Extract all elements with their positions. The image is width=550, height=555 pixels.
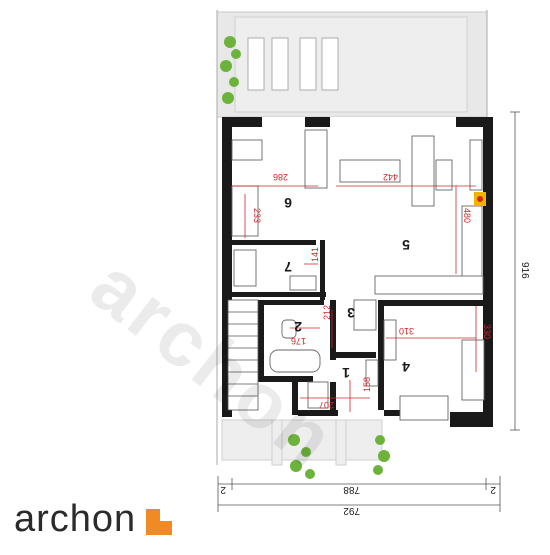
porch-pillar-right <box>335 419 347 466</box>
garden-chairs <box>247 37 339 91</box>
dimension-lines <box>232 185 477 412</box>
outer-dimensions <box>217 111 520 512</box>
plants-front <box>288 434 390 479</box>
dim-total-height: 916 <box>519 262 530 279</box>
exterior-walls <box>222 117 493 427</box>
stairs <box>227 299 259 411</box>
dim-right-offset: 2 <box>490 484 496 495</box>
dim-room5-height: 480 <box>462 208 472 223</box>
room-number-4: 4 <box>402 359 410 375</box>
room-number-1: 1 <box>342 365 350 381</box>
dim-room6-width: 286 <box>273 172 288 182</box>
boiler-flame-icon <box>477 196 483 202</box>
dim-room1-width: 207 <box>319 400 334 410</box>
dim-room2-width: 176 <box>291 336 306 346</box>
dim-room3-height: 212 <box>322 305 332 320</box>
room-number-5: 5 <box>402 237 410 253</box>
room-number-3: 3 <box>347 305 355 321</box>
dim-room5-width: 442 <box>383 172 398 182</box>
room-number-2: 2 <box>294 319 302 335</box>
dim-outer-width: 792 <box>343 505 360 516</box>
porch-pillar-left <box>271 419 283 466</box>
room-dim-labels: 286 442 141 176 212 310 158 <box>273 172 414 392</box>
dim-room4-width: 310 <box>399 326 414 336</box>
interior-walls <box>226 240 488 416</box>
dim-room6-height: 233 <box>252 208 262 223</box>
dim-left-offset: 2 <box>220 484 226 495</box>
room-number-7: 7 <box>284 259 292 275</box>
logo-text: archon <box>14 497 137 540</box>
terrace-inner <box>234 16 468 113</box>
plants-top <box>220 36 241 104</box>
archon-logo: archon <box>14 497 244 541</box>
dim-inner-width: 788 <box>343 484 360 495</box>
extra-dim-labels: 233 480 330 207 <box>252 208 492 410</box>
room-number-6: 6 <box>284 195 292 211</box>
dim-room4-height: 330 <box>482 324 492 339</box>
dim-room1-height: 158 <box>362 377 372 392</box>
outer-dim-labels: 916 788 792 2 2 <box>220 262 530 516</box>
logo-mark-icon <box>146 509 173 535</box>
room-labels: 1 2 3 4 5 6 7 <box>284 195 410 381</box>
dim-room7-width: 141 <box>310 247 320 262</box>
